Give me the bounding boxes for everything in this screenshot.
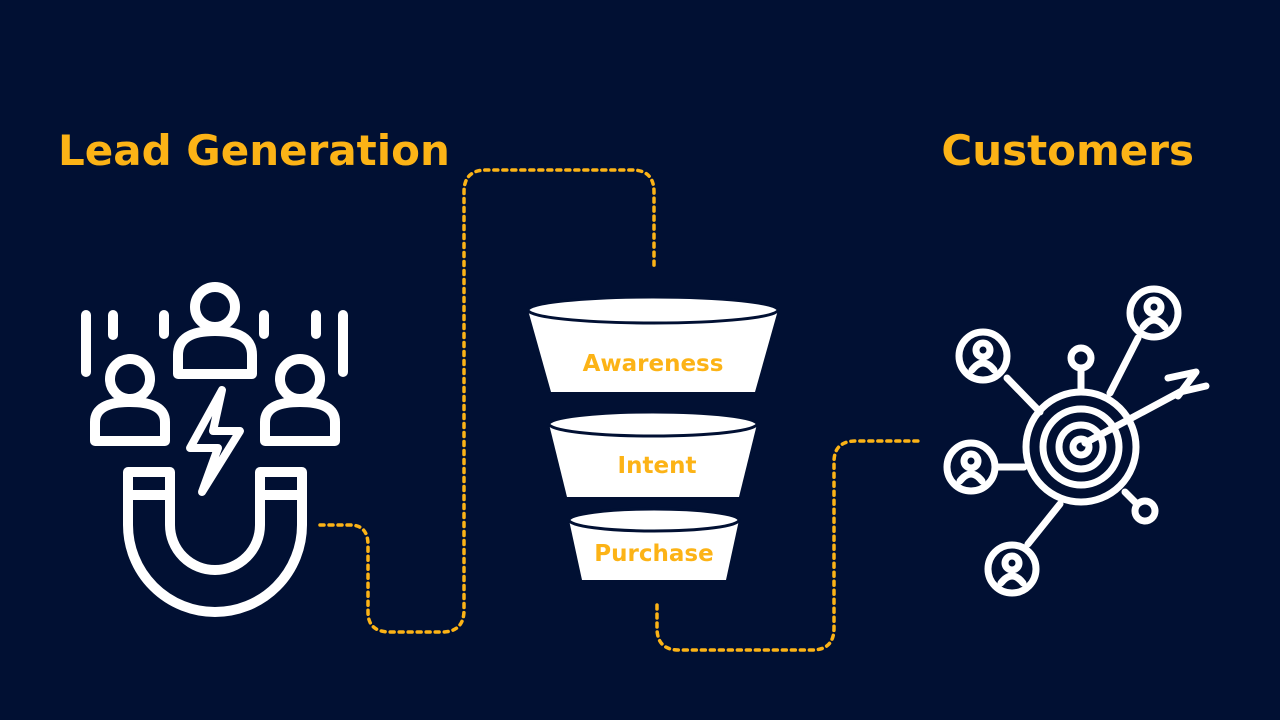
lead-generation-title: Lead Generation xyxy=(58,126,450,175)
lead-magnet-icon xyxy=(81,282,348,617)
funnel-label-awareness: Awareness xyxy=(583,351,724,377)
customers-title: Customers xyxy=(941,126,1194,175)
funnel-label-purchase: Purchase xyxy=(594,541,713,567)
funnel-stage-purchase: Purchase xyxy=(567,507,741,580)
customer-node xyxy=(955,328,1011,384)
connector-magnet-to-funnel xyxy=(318,168,656,634)
connector-funnel-to-customers xyxy=(655,439,920,652)
funnel-label-intent: Intent xyxy=(618,453,697,479)
dotted-connectors xyxy=(318,168,920,652)
customer-node xyxy=(943,439,999,495)
customer-node xyxy=(984,541,1040,597)
funnel-stage-awareness: Awareness xyxy=(526,295,780,392)
funnel-stage-intent: Intent xyxy=(547,410,759,497)
customer-node xyxy=(1126,285,1182,341)
sales-funnel: Awareness Intent Purchase xyxy=(526,295,780,580)
customer-target-network-icon xyxy=(943,285,1210,597)
